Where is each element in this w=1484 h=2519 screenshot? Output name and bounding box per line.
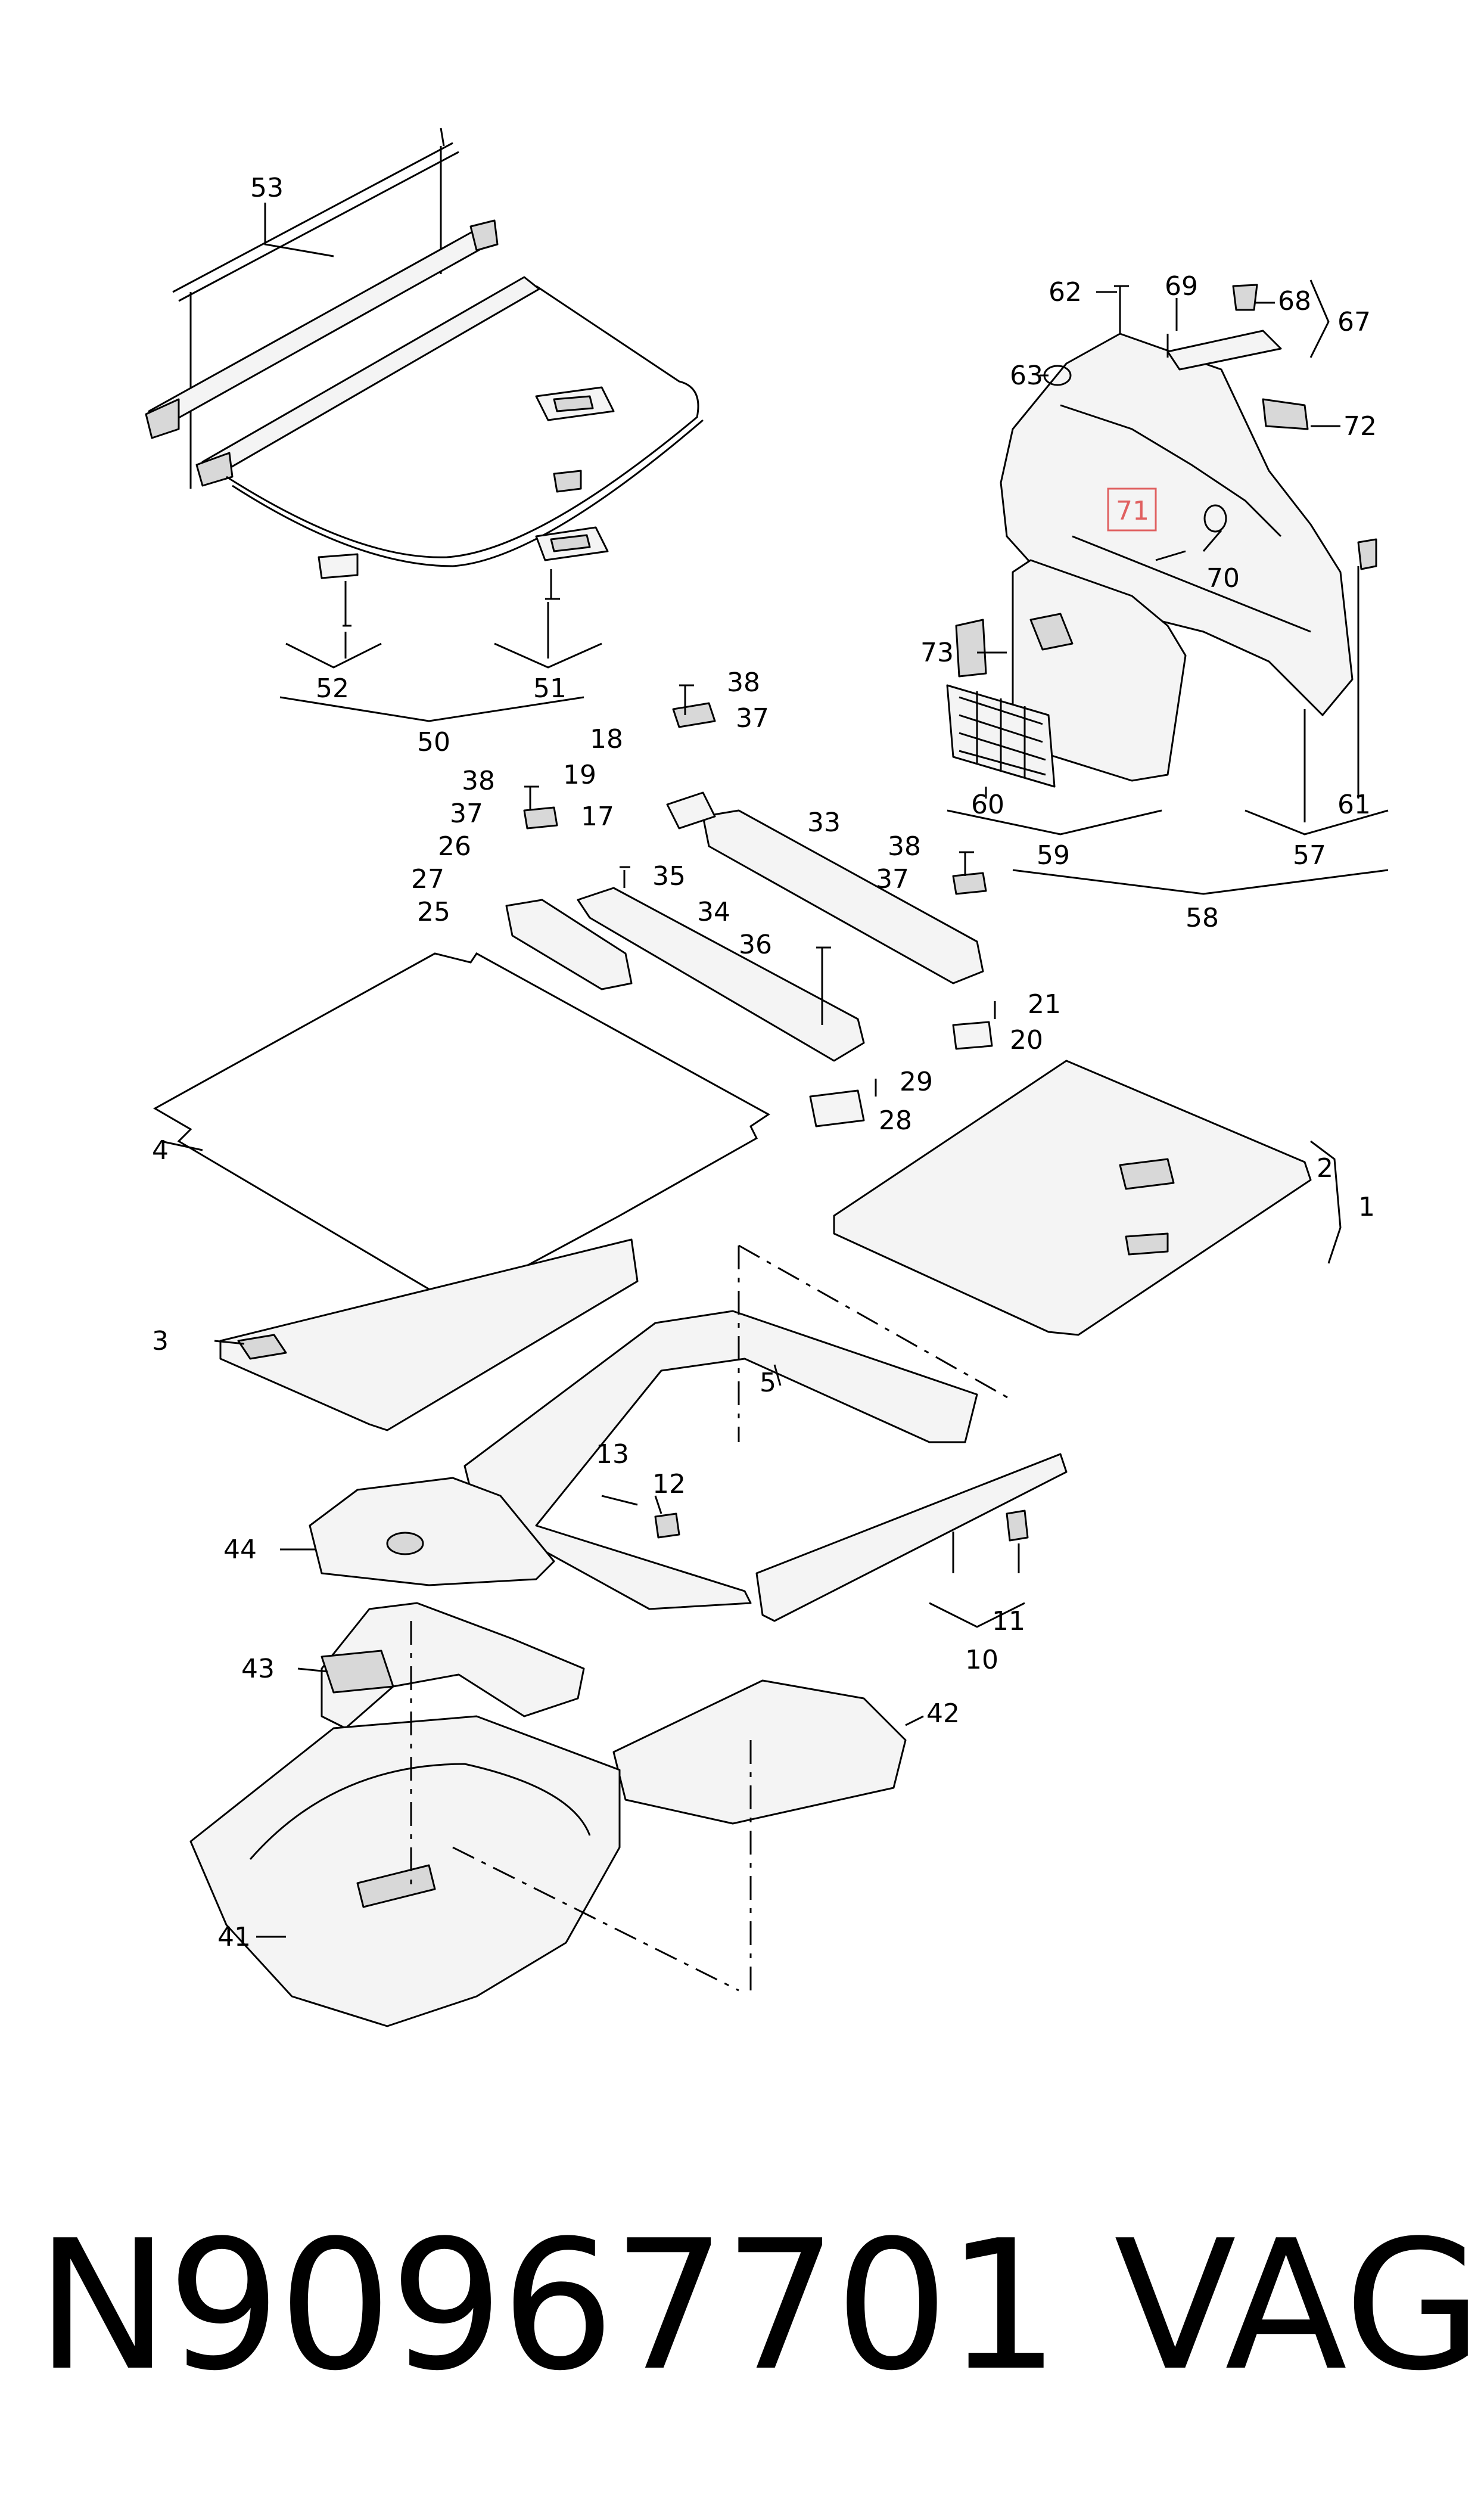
callout-43: 43 — [241, 1654, 275, 1684]
callout-38-c: 38 — [888, 831, 921, 862]
callout-37-b: 37 — [450, 799, 483, 829]
callout-57: 57 — [1293, 840, 1326, 871]
callout-13: 13 — [596, 1439, 629, 1470]
callout-33: 33 — [807, 807, 841, 838]
callout-17: 17 — [581, 802, 614, 832]
callout-2: 2 — [1317, 1153, 1333, 1184]
alignment-line — [452, 1846, 739, 1992]
callout-58: 58 — [1186, 903, 1219, 933]
callout-28: 28 — [879, 1105, 912, 1136]
callout-1: 1 — [1358, 1192, 1375, 1222]
callout-18: 18 — [590, 724, 623, 754]
callout-36: 36 — [739, 930, 772, 960]
callout-4: 4 — [152, 1135, 169, 1166]
callout-73: 73 — [920, 638, 954, 668]
callout-21: 21 — [1028, 989, 1061, 1020]
callout-34: 34 — [697, 897, 730, 927]
leader-lines — [160, 203, 1389, 1938]
callout-25: 25 — [417, 897, 450, 927]
callout-69: 69 — [1165, 271, 1198, 302]
callout-3: 3 — [152, 1326, 169, 1356]
callout-41: 41 — [217, 1922, 251, 1952]
callout-59: 59 — [1037, 840, 1070, 871]
callout-35: 35 — [652, 861, 686, 892]
callout-27: 27 — [411, 864, 444, 894]
highlight-box-71 — [1107, 487, 1157, 532]
brand-label: VAG — [1114, 2202, 1483, 2410]
callout-20: 20 — [1010, 1025, 1043, 1055]
callout-29: 29 — [900, 1067, 933, 1097]
lower-parts-group — [189, 1310, 1068, 2027]
callout-62: 62 — [1049, 277, 1082, 308]
callout-19: 19 — [563, 760, 596, 790]
callout-44: 44 — [223, 1535, 257, 1565]
callout-63: 63 — [1010, 361, 1043, 391]
callout-50: 50 — [417, 727, 450, 757]
floor-panels-group — [153, 952, 1312, 1431]
callout-42: 42 — [926, 1698, 960, 1729]
callout-10: 10 — [965, 1645, 998, 1675]
callout-38-a: 38 — [727, 667, 760, 698]
callout-71: 71 — [1116, 496, 1149, 526]
callout-26: 26 — [438, 831, 471, 862]
callout-67: 67 — [1337, 307, 1371, 337]
callout-72: 72 — [1343, 411, 1377, 442]
callout-60: 60 — [971, 790, 1004, 820]
luggage-cover-group — [145, 128, 704, 627]
callout-5: 5 — [760, 1368, 776, 1398]
callout-70: 70 — [1206, 563, 1240, 594]
part-number-label: N90967701 — [36, 2202, 1060, 2410]
callout-52: 52 — [316, 673, 349, 704]
alignment-line — [738, 1244, 1013, 1402]
callout-37-c: 37 — [876, 864, 909, 894]
callout-61: 61 — [1337, 790, 1371, 820]
callout-37-a: 37 — [736, 703, 769, 734]
callout-38-b: 38 — [462, 766, 495, 796]
callout-51: 51 — [533, 673, 567, 704]
side-trim-group — [946, 284, 1377, 788]
callout-12: 12 — [652, 1469, 686, 1499]
callout-68: 68 — [1278, 286, 1311, 316]
callout-53: 53 — [250, 173, 284, 203]
callout-labels: 53 52 51 50 62 69 68 67 63 72 70 73 60 5… — [152, 173, 1377, 1952]
floor-supports-group — [505, 684, 996, 1128]
callout-11: 11 — [992, 1606, 1025, 1636]
